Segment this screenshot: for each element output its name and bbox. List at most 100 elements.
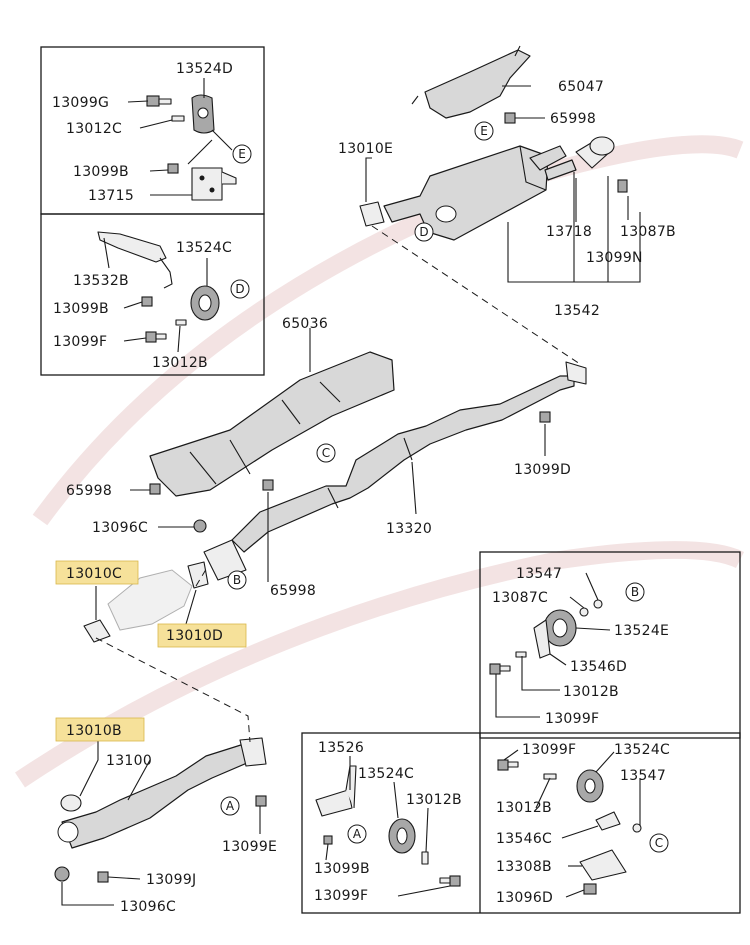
assembly-lines — [95, 225, 581, 743]
inset-box-bottom-hangers — [301, 732, 741, 914]
bolt-13087B — [617, 179, 628, 193]
label-13100: 13100 — [106, 753, 152, 769]
flange-rear — [565, 361, 587, 385]
hanger-13524E — [533, 609, 577, 659]
label-65036: 65036 — [282, 316, 328, 332]
label-13524E: 13524E — [614, 623, 669, 639]
front-pipe-13100 — [57, 737, 267, 849]
bolt-13099E — [255, 795, 267, 807]
leader-lines — [61, 78, 641, 906]
svg-text:A: A — [226, 799, 235, 813]
nut-13096C-a — [193, 519, 207, 533]
label-13526: 13526 — [318, 740, 364, 756]
nut-13547-b — [632, 823, 642, 833]
label-13320: 13320 — [386, 521, 432, 537]
label-13096C-b: 13096C — [120, 899, 176, 915]
bracket-13546C — [595, 811, 621, 831]
bolt-13099G — [146, 95, 172, 107]
highlight-13010C — [55, 560, 139, 585]
callout-B-front: B — [227, 570, 247, 590]
pin-13012B-c — [421, 851, 429, 865]
bolt-13099F-a — [145, 331, 167, 343]
svg-text:B: B — [631, 585, 639, 599]
label-13096C-a: 13096C — [92, 520, 148, 536]
svg-text:D: D — [419, 225, 428, 239]
svg-text:D: D — [235, 282, 244, 296]
label-65047: 65047 — [558, 79, 604, 95]
label-13012B-d: 13012B — [496, 800, 552, 816]
hanger-13524C-c — [576, 769, 604, 803]
bolt-13099D — [539, 411, 551, 423]
bracket-13532B — [97, 231, 173, 289]
label-13546C: 13546C — [496, 831, 552, 847]
label-13099F-b: 13099F — [545, 711, 599, 727]
bracket-13715 — [191, 167, 237, 201]
flange-front — [203, 539, 247, 581]
bolt-13099F-c — [439, 875, 461, 887]
muffler-13542 — [383, 145, 577, 241]
label-13087C: 13087C — [492, 590, 548, 606]
label-13524C-a: 13524C — [176, 240, 232, 256]
label-13010C: 13010C — [66, 566, 122, 582]
label-13012B-b: 13012B — [563, 684, 619, 700]
nut-13547-a — [593, 599, 603, 609]
gasket-13010D — [187, 561, 209, 589]
callout-E-top-left: E — [232, 144, 252, 164]
part-labels: 13524D 13099G 13012C 13099B 13715 13532B… — [52, 61, 676, 915]
center-pipe-13320 — [231, 375, 575, 553]
svg-text:C: C — [655, 836, 663, 850]
label-13099F-a: 13099F — [53, 334, 107, 350]
highlight-13010B — [55, 717, 145, 742]
pin-13012C — [171, 115, 185, 122]
label-13532B: 13532B — [73, 273, 129, 289]
svg-text:B: B — [233, 573, 241, 587]
svg-text:E: E — [480, 124, 488, 138]
label-13524C-b: 13524C — [358, 766, 414, 782]
label-13099E: 13099E — [222, 839, 277, 855]
callout-D-muffler: D — [414, 222, 434, 242]
bolt-65998-a — [504, 112, 516, 124]
label-13308B: 13308B — [496, 859, 552, 875]
hanger-13524C-a — [190, 285, 220, 321]
label-13087B: 13087B — [620, 224, 676, 240]
hanger-13524D — [191, 94, 215, 134]
heat-shield-65036 — [149, 351, 395, 497]
hanger-13524C-b — [388, 818, 416, 854]
label-13010D: 13010D — [166, 628, 223, 644]
label-13099F-d: 13099F — [522, 742, 576, 758]
label-13099F-c: 13099F — [314, 888, 368, 904]
svg-text:E: E — [238, 147, 246, 161]
callout-C-center: C — [316, 443, 336, 463]
pin-13012B-b — [515, 651, 527, 658]
label-65998-c: 65998 — [270, 583, 316, 599]
callout-A-front-pipe: A — [220, 796, 240, 816]
highlight-13010D — [157, 623, 247, 648]
tail-pipe-13718 — [575, 136, 615, 169]
label-65998-b: 65998 — [66, 483, 112, 499]
label-13524C-c: 13524C — [614, 742, 670, 758]
callout-C-inset: C — [649, 833, 669, 853]
bolt-13099B-b — [141, 296, 153, 307]
label-13099J: 13099J — [146, 872, 196, 888]
washer-13087C — [579, 607, 589, 617]
heat-shield-65047 — [411, 45, 531, 119]
callout-A-inset: A — [347, 824, 367, 844]
bolt-13099B-c — [323, 835, 333, 845]
gasket-13010E — [359, 201, 385, 227]
label-13718: 13718 — [546, 224, 592, 240]
inset-box-right-hanger — [479, 551, 741, 739]
bracket-13526 — [315, 765, 357, 817]
label-13099N: 13099N — [586, 250, 643, 266]
bolt-13099F-b — [489, 663, 511, 675]
label-13099G: 13099G — [52, 95, 109, 111]
label-13012C: 13012C — [66, 121, 122, 137]
bolt-65998-c — [262, 479, 274, 491]
label-13096D: 13096D — [496, 890, 553, 906]
label-13012B-a: 13012B — [152, 355, 208, 371]
label-13542: 13542 — [554, 303, 600, 319]
callout-D-mid-left: D — [230, 279, 250, 299]
nut-13096D — [583, 883, 597, 895]
pin-13012B-a — [175, 319, 187, 326]
